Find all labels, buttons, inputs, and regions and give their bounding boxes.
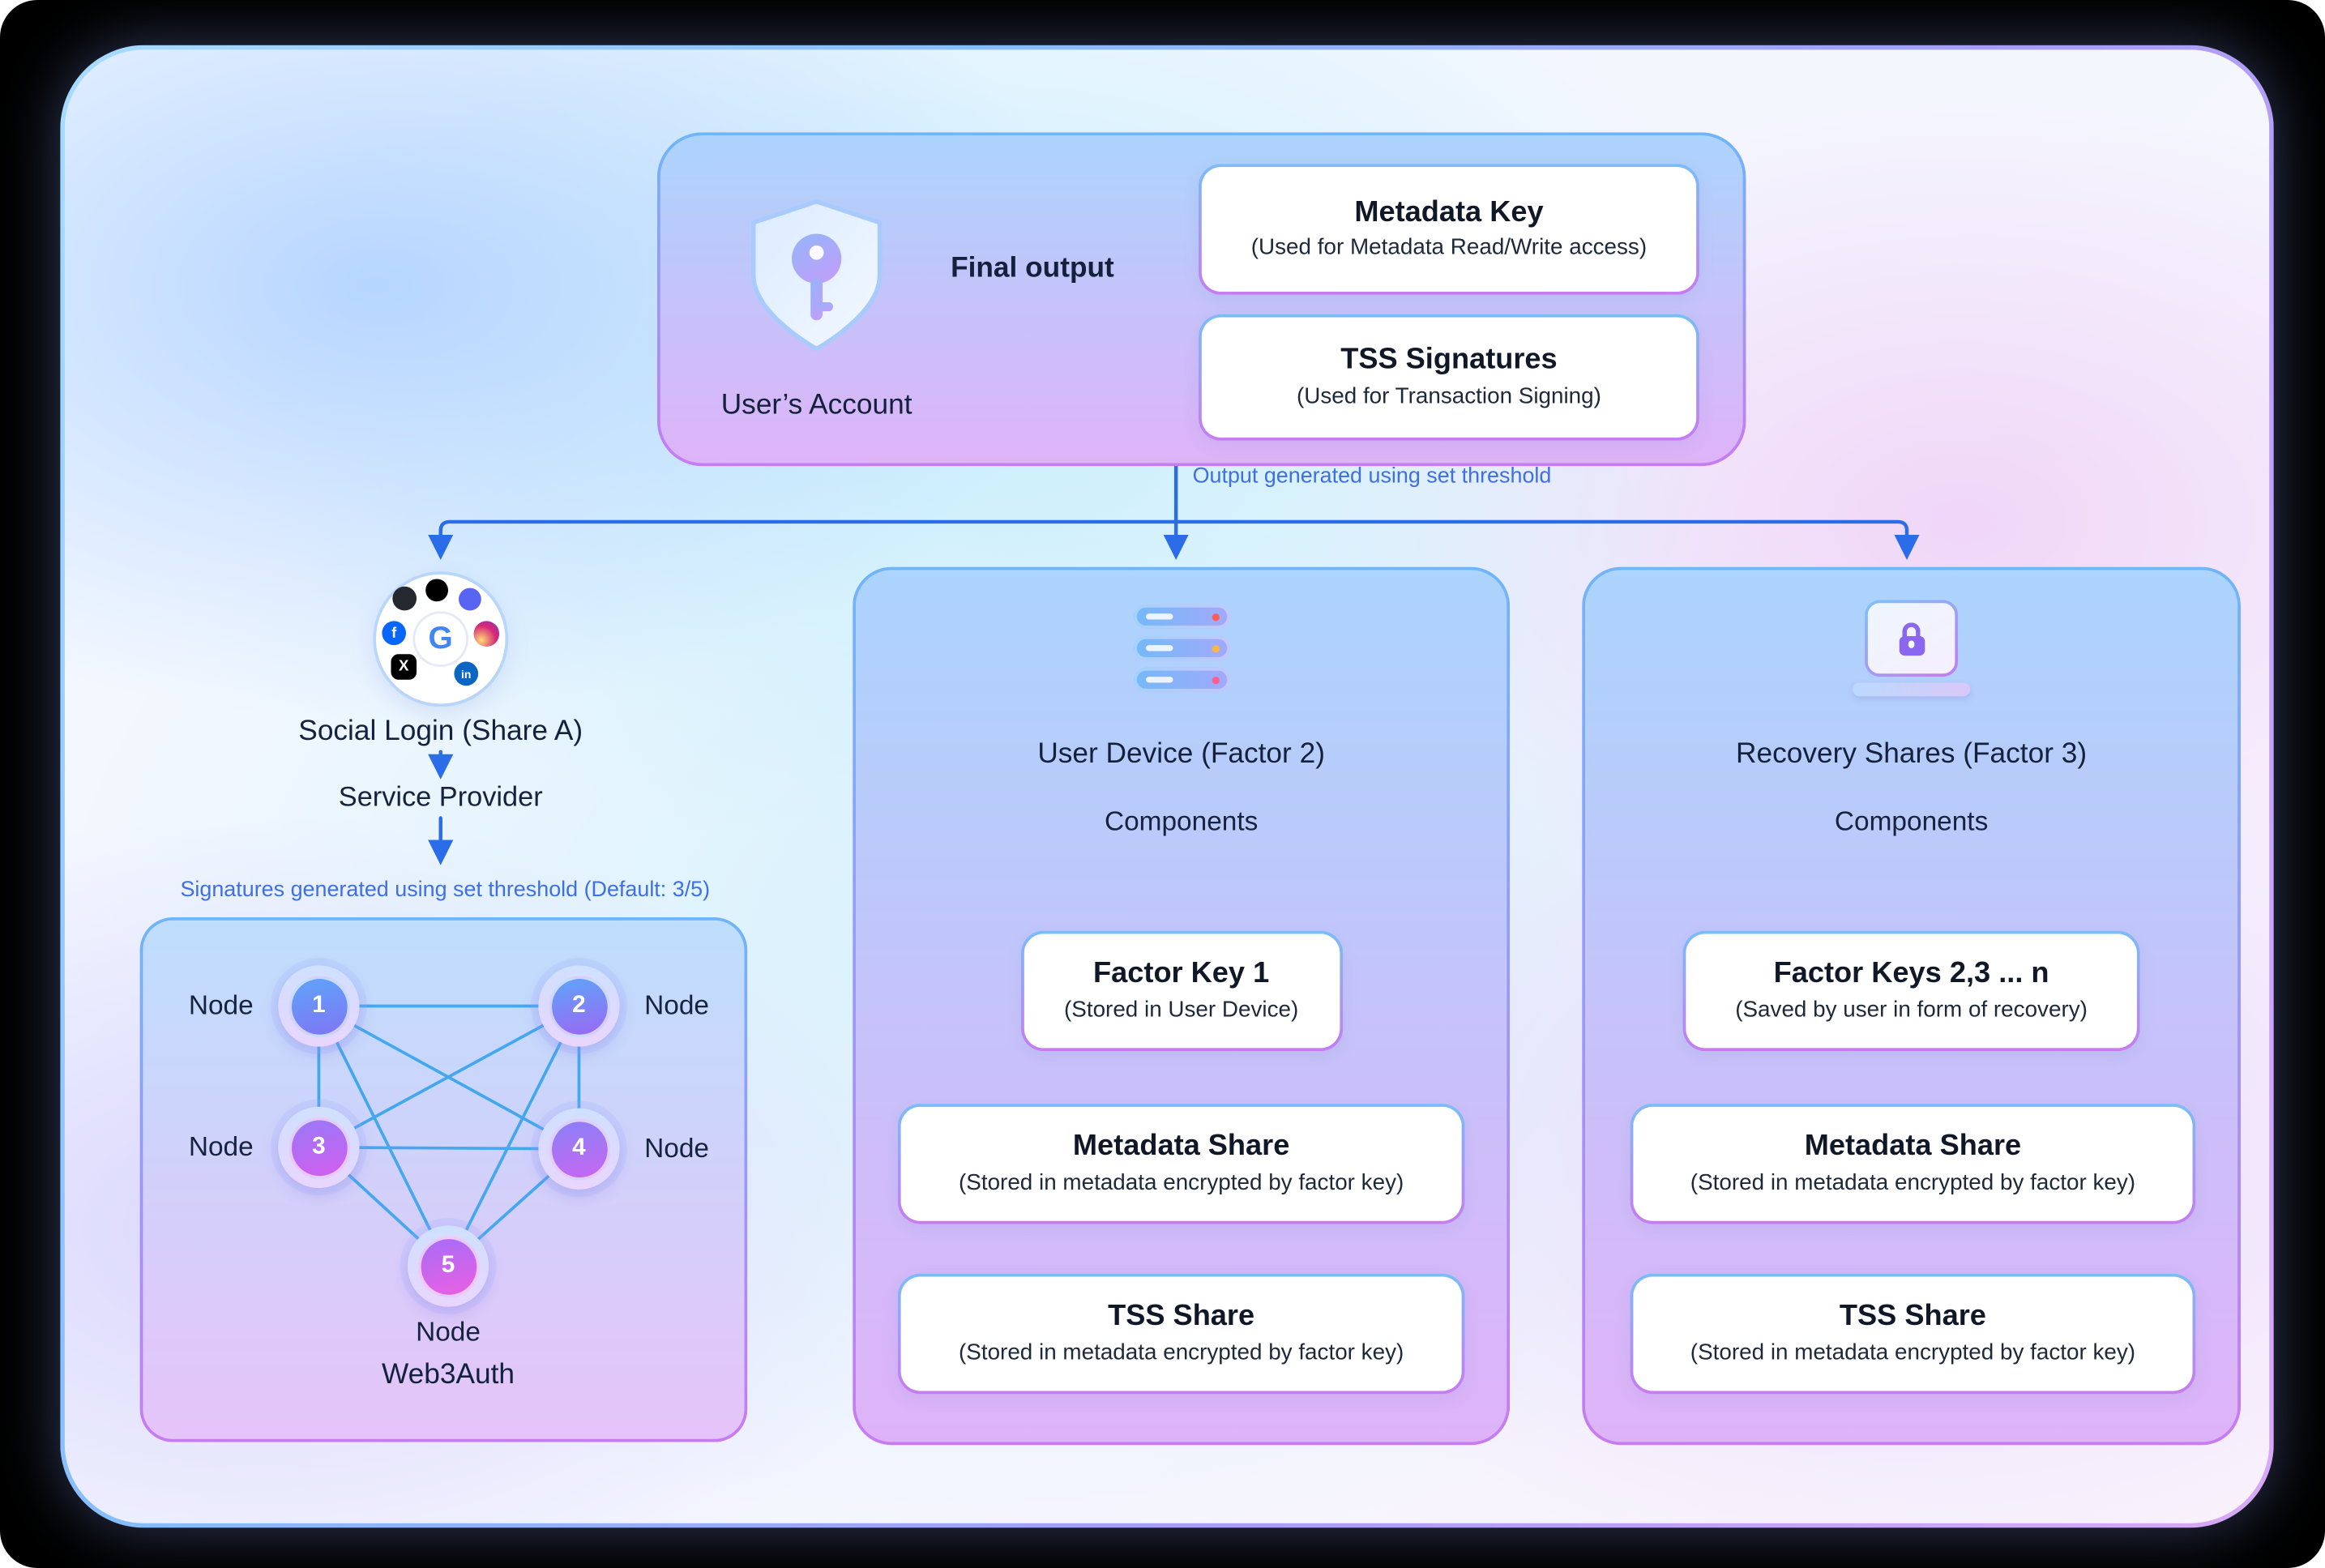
users-account-label: User’s Account	[720, 389, 912, 421]
output-threshold-note: Output generated using set threshold	[1192, 464, 1552, 489]
server-bar	[1133, 667, 1230, 692]
web3auth-label: Web3Auth	[381, 1359, 515, 1391]
device-metadata-share-card: Metadata Share (Stored in metadata encry…	[898, 1104, 1465, 1224]
node-2-number: 2	[548, 975, 610, 1037]
laptop-screen	[1865, 600, 1958, 677]
service-provider-label: Service Provider	[338, 780, 543, 813]
lock-icon	[1898, 622, 1925, 656]
node-3-number: 3	[288, 1116, 350, 1178]
recovery-metadata-share-subtitle: (Stored in metadata encrypted by factor …	[1690, 1169, 2136, 1195]
node-5-label: Node	[416, 1316, 481, 1347]
node-2: 2	[538, 965, 620, 1047]
users-account-group: User’s Account Final output Metadata Key…	[657, 132, 1746, 466]
recovery-tss-share-subtitle: (Stored in metadata encrypted by factor …	[1690, 1339, 2136, 1365]
node-5-number: 5	[417, 1235, 480, 1297]
github-icon	[392, 586, 417, 611]
node-1: 1	[278, 965, 360, 1047]
device-metadata-share-subtitle: (Stored in metadata encrypted by factor …	[959, 1169, 1404, 1195]
signatures-threshold-note: Signatures generated using set threshold…	[180, 878, 711, 903]
factor-key-1-card: Factor Key 1 (Stored in User Device)	[1020, 931, 1342, 1051]
recovery-shares-box: Recovery Shares (Factor 3) Components Fa…	[1582, 567, 2241, 1446]
metadata-key-subtitle: (Used for Metadata Read/Write access)	[1250, 235, 1648, 261]
tss-signatures-card: TSS Signatures (Used for Transaction Sig…	[1199, 314, 1699, 441]
metadata-key-title: Metadata Key	[1354, 195, 1544, 229]
node-1-label: Node	[188, 989, 254, 1021]
server-bar	[1133, 635, 1230, 660]
user-device-title: User Device (Factor 2)	[1037, 738, 1325, 771]
recovery-metadata-share-card: Metadata Share (Stored in metadata encry…	[1630, 1104, 2196, 1224]
tss-signatures-title: TSS Signatures	[1340, 343, 1558, 377]
social-login-icon: f G X in	[375, 574, 506, 704]
device-tss-share-title: TSS Share	[1108, 1300, 1255, 1333]
laptop-lock-icon	[1853, 600, 1970, 697]
node-4-number: 4	[548, 1117, 610, 1180]
node-3: 3	[278, 1106, 360, 1189]
factor-keys-n-subtitle: (Saved by user in form of recovery)	[1735, 996, 2088, 1023]
node-1-number: 1	[288, 975, 350, 1037]
laptop-base	[1853, 682, 1970, 697]
shield-key-icon	[737, 193, 896, 365]
server-icon	[1133, 604, 1230, 692]
apple-icon	[425, 579, 448, 602]
user-device-box: User Device (Factor 2) Components Factor…	[853, 567, 1510, 1446]
final-output-label: Final output	[951, 252, 1114, 284]
device-tss-share-subtitle: (Stored in metadata encrypted by factor …	[959, 1339, 1404, 1365]
recovery-components-label: Components	[1834, 805, 1989, 836]
node-4-label: Node	[644, 1133, 709, 1164]
recovery-metadata-share-title: Metadata Share	[1804, 1130, 2022, 1164]
recovery-shares-title: Recovery Shares (Factor 3)	[1736, 738, 2088, 771]
instagram-icon	[473, 621, 500, 647]
x-icon: X	[391, 654, 417, 680]
factor-keys-n-title: Factor Keys 2,3 ... n	[1773, 957, 2049, 990]
node-2-label: Node	[644, 989, 709, 1021]
social-login-title: Social Login (Share A)	[298, 716, 583, 748]
factor-key-1-subtitle: (Stored in User Device)	[1063, 996, 1299, 1023]
metadata-key-card: Metadata Key (Used for Metadata Read/Wri…	[1199, 164, 1699, 294]
factor-key-1-title: Factor Key 1	[1093, 957, 1270, 990]
facebook-icon: f	[382, 621, 407, 646]
tss-signatures-subtitle: (Used for Transaction Signing)	[1296, 382, 1601, 409]
device-tss-share-card: TSS Share (Stored in metadata encrypted …	[898, 1274, 1465, 1394]
factor-keys-n-card: Factor Keys 2,3 ... n (Saved by user in …	[1683, 931, 2140, 1051]
node-5: 5	[407, 1225, 489, 1307]
google-icon: G	[415, 613, 467, 665]
node-3-label: Node	[188, 1131, 254, 1162]
discord-icon	[458, 587, 481, 611]
device-components-label: Components	[1104, 805, 1259, 836]
linkedin-icon: in	[454, 661, 479, 686]
server-bar	[1133, 604, 1230, 629]
recovery-tss-share-title: TSS Share	[1839, 1300, 1986, 1333]
web3auth-network-box: 1 2 3 4 5 Node Node Node Node Node Web3A…	[140, 917, 748, 1442]
device-metadata-share-title: Metadata Share	[1072, 1130, 1290, 1164]
recovery-tss-share-card: TSS Share (Stored in metadata encrypted …	[1630, 1274, 2196, 1394]
node-4: 4	[538, 1108, 620, 1190]
